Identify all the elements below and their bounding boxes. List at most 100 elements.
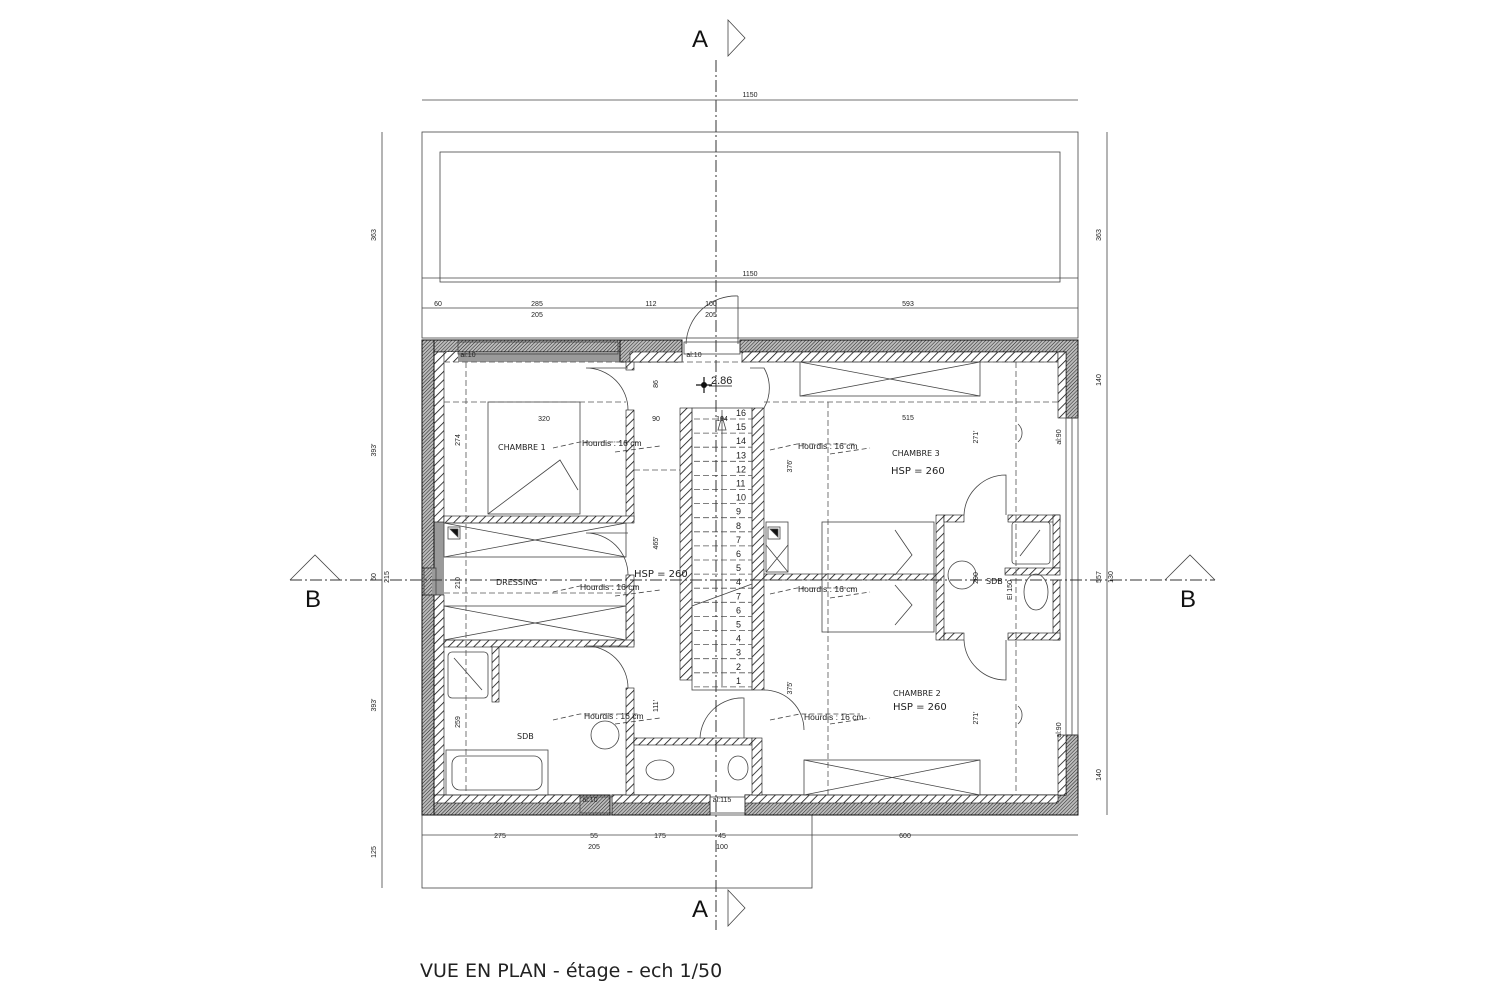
slab-label-leaders [552,441,871,725]
stair-cut-line [691,583,753,607]
dim-interior: al:10 [686,352,701,359]
dimension-label: 376' [787,459,794,472]
dimension-label: 393' [371,698,378,711]
dim-top: 100 [705,301,717,308]
dimension-label: 393' [371,443,378,456]
dim-interior: al:115 [713,797,732,804]
dimension-label: 215 [384,571,391,583]
dimension-label: 140 [1096,374,1103,386]
slab-label: Hourdis : 16 cm [804,712,864,722]
dim-interior: 90 [652,416,660,423]
windows [423,341,1079,814]
stair-step-number: 7 [736,535,741,545]
stair-step-number: 11 [736,479,745,489]
dim-top: 205 [705,312,717,319]
dim-interior: 515 [902,415,914,422]
section-marker-a-bottom: A [692,896,708,923]
dim-bottom: 600 [899,833,911,840]
hsp-corridor: HSP = 260 [634,569,688,580]
slab-label: Hourdis : 16 cm [582,438,642,448]
stair-step-number: 13 [736,450,746,460]
dim-interior: al:10 [582,797,597,804]
stair-step-number: 4 [736,577,741,587]
stair-step-number: 10 [736,493,746,503]
dim-interior: 320 [538,416,550,423]
furniture [443,361,1051,796]
reference-lines [444,361,1058,795]
dim-bottom: 175 [654,833,666,840]
dimension-label: 210 [455,577,462,589]
dimension-label: El 150 [1007,580,1014,600]
dimension-label: 259 [455,716,462,728]
stair-step-number: 7 [736,591,741,601]
drawing-title: VUE EN PLAN - étage - ech 1/50 [420,960,722,982]
room-label-sdb-right: SDB [986,577,1003,586]
terrace-bottom [421,814,813,889]
dimension-label: al:90 [1056,722,1063,737]
dimension-label: al:90 [1056,429,1063,444]
dim-interior: 104 [716,416,728,423]
stair-step-number: 1 [736,676,741,686]
dim-top: 285 [531,301,543,308]
dimension-label: 375' [787,681,794,694]
section-marker-b-left: B [305,586,321,613]
slab-label: Hourdis : 16 cm [580,582,640,592]
dimension-lines [381,99,1108,888]
dimension-label: 130 [1108,571,1115,583]
dim-top: 205 [531,312,543,319]
dim-interior: al:10 [460,352,475,359]
dimension-label: 363 [371,229,378,241]
stair-step-number: 4 [736,634,741,644]
stair-step-number: 8 [736,521,741,531]
stair-step-number: 5 [736,563,741,573]
dim-bottom: 205 [588,844,600,851]
dimension-label: 557 [1096,571,1103,583]
slab-label: Hourdis : 16 cm [798,441,858,451]
dimension-label: 60 [371,573,378,581]
dimension-label: 86 [653,380,660,388]
stair-step-number: 5 [736,620,741,630]
hsp-chambre-3: HSP = 260 [891,466,945,477]
section-marker-a-top: A [692,26,708,53]
section-axis-a [715,18,746,930]
dimension-label: 200 [973,572,980,584]
room-label-chambre-2: CHAMBRE 2 [893,689,941,698]
level-mark-icon [696,377,732,393]
room-label-chambre-3: CHAMBRE 3 [892,449,940,458]
stair-step-number: 14 [736,436,746,446]
dimension-label: 271' [973,711,980,724]
stair-step-number: 3 [736,648,741,658]
dimension-label: 271' [973,430,980,443]
section-marker-b-right: B [1180,586,1196,613]
dim-top-overall-2: 1150 [742,271,757,278]
dim-bottom: 275 [494,833,506,840]
stair-step-number: 16 [736,408,746,418]
stair-step-number: 12 [736,464,746,474]
dimension-label: 465' [653,536,660,549]
level-mark: 2.86 [711,375,732,387]
terrace-top [421,131,1079,339]
slab-label: Hourdis : 16 cm [584,711,644,721]
stair-step-number: 15 [736,422,746,432]
dimension-label: 125 [371,846,378,858]
section-axis-b [289,554,1216,581]
room-label-sdb-left: SDB [517,732,534,741]
room-label-dressing: DRESSING [496,578,537,587]
stair-step-number: 9 [736,507,741,517]
dim-top: 112 [645,301,656,308]
hsp-chambre-2: HSP = 260 [893,702,947,713]
dim-top: 593 [902,301,914,308]
stair-step-number: 2 [736,662,741,672]
dim-top: 60 [434,301,442,308]
dim-bottom: 55 [590,833,598,840]
dim-bottom: 45 [718,833,726,840]
dim-top-overall: 1150 [742,92,757,99]
stair-arrow-icon [717,414,727,431]
stair-step-number: 6 [736,549,741,559]
dim-bottom: 100 [716,844,728,851]
room-label-chambre-1: CHAMBRE 1 [498,443,546,452]
slab-label: Hourdis : 16 cm [798,584,858,594]
dimension-label: 363 [1096,229,1103,241]
